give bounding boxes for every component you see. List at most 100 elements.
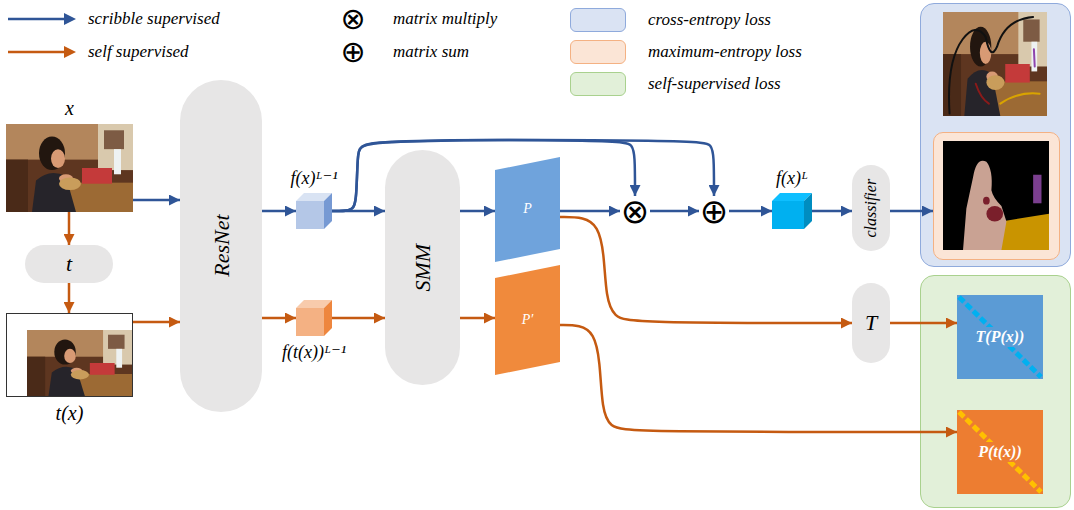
module-block: SMM: [385, 150, 460, 385]
legend-swatch: [570, 40, 626, 64]
connector-arrow: [460, 317, 495, 320]
legend-line: [8, 51, 66, 54]
diagonal-line: [959, 297, 1041, 377]
connector-arrow: [890, 210, 933, 213]
photo-frame: [108, 335, 125, 349]
mask-illustration: [943, 141, 1049, 250]
node-text: SMM: [410, 244, 435, 292]
parallelogram-fill: [495, 157, 560, 262]
loss-panel: [920, 3, 1071, 267]
transformed-image: t(x): [6, 313, 133, 397]
legend-line: [8, 18, 66, 21]
feature-cuboid: f(t(x))ᴸ⁻¹: [296, 300, 332, 336]
photo-hair: [39, 137, 65, 171]
photo-face: [980, 42, 991, 64]
classifier-pill: classifier: [852, 165, 890, 251]
node-text: ⊕: [700, 194, 729, 228]
legend-text: matrix sum: [393, 41, 469, 63]
loss-panel: [933, 132, 1060, 260]
scribble-line: [1000, 93, 1039, 103]
photo-shadow: [6, 160, 28, 212]
transform-pill: T: [852, 283, 890, 363]
photo-bottle: [1031, 42, 1037, 72]
node-label: x: [65, 97, 74, 120]
mask-background: [943, 141, 1049, 250]
node-label: f(x)ᴸ: [776, 168, 808, 189]
connector-arrow: [560, 217, 852, 323]
connector-arrow: [729, 210, 772, 213]
connector-arrow: [68, 212, 71, 245]
connector-arrow: [133, 321, 180, 324]
photo-bowl: [71, 370, 89, 379]
output-map: T(P(x)): [957, 295, 1043, 379]
legend-text: self-supervised loss: [648, 73, 781, 95]
photo-illustration: [27, 330, 132, 396]
photo-face: [64, 349, 76, 363]
legend-symbol: ⊗: [340, 4, 365, 34]
mask-bottle: [1033, 175, 1041, 204]
scribble-line: [949, 17, 1033, 114]
connector-arrow: [68, 283, 71, 313]
cuboid-side: [324, 300, 332, 336]
legend-arrowhead: [64, 13, 76, 25]
legend-text: scribble supervised: [88, 8, 220, 30]
cuboid-shape: [296, 300, 332, 336]
loss-panel: T(P(x)) P(t(x)): [920, 275, 1071, 508]
cuboid-front: [772, 201, 804, 229]
node-label: t(x): [56, 402, 84, 425]
connector-arrow: [262, 210, 296, 213]
photo-shadow: [27, 357, 45, 396]
photo-illustration: [6, 124, 133, 212]
connector-arrow: [332, 317, 385, 320]
legend-text: matrix multiply: [393, 8, 497, 30]
legend-swatch: [570, 8, 626, 32]
node-label: f(x)ᴸ⁻¹: [290, 168, 337, 189]
photo-bottle: [114, 149, 121, 174]
photo-room: [943, 12, 1047, 116]
cuboid-shape: [772, 193, 812, 229]
photo-room: [6, 124, 133, 212]
cuboid-side: [324, 193, 332, 229]
node-text: ⊗: [621, 194, 650, 228]
node-text: T(P(x)): [973, 327, 1028, 347]
cuboid-front: [296, 308, 324, 336]
mask-detail: [983, 197, 990, 205]
scribble-illustration: [943, 12, 1047, 116]
connector-arrow: [460, 210, 495, 213]
cuboid-front: [296, 201, 324, 229]
affinity-map: P: [495, 157, 560, 262]
legend-line-sample: [6, 45, 78, 59]
photo-room: [27, 330, 132, 396]
node-text: classifier: [862, 179, 880, 238]
node-text: t: [66, 251, 72, 276]
multiply-operator: ⊗: [620, 196, 650, 226]
connector-arrow: [332, 140, 635, 211]
feature-cuboid: f(x)ᴸ: [772, 193, 812, 229]
connector-arrow: [812, 210, 852, 213]
connector-arrow: [332, 210, 385, 213]
photo-bottle: [116, 349, 122, 368]
output-map: P(t(x)): [957, 410, 1043, 494]
photo-box: [1005, 64, 1030, 83]
backbone-block: ResNet: [180, 80, 262, 412]
connector-arrow: [133, 199, 180, 202]
sum-operator: ⊕: [699, 196, 729, 226]
photo-face: [51, 149, 65, 168]
mask-detail: [986, 206, 1003, 222]
legend-text: maximum-entropy loss: [648, 41, 802, 63]
photo-bowl: [59, 177, 81, 190]
affinity-map: P′: [495, 265, 560, 375]
legend-symbol: ⊕: [340, 37, 365, 67]
feature-cuboid: f(x)ᴸ⁻¹: [296, 193, 332, 229]
node-text: P′: [522, 312, 534, 328]
scribble-line: [1033, 49, 1036, 66]
diagonal-line: [959, 412, 1041, 492]
connector-arrow: [560, 210, 620, 213]
scribble-line: [976, 84, 989, 104]
cuboid-shape: [296, 193, 332, 229]
photo-frame: [104, 130, 124, 149]
connector-arrow: [650, 210, 699, 213]
connector-arrow: [332, 140, 714, 211]
